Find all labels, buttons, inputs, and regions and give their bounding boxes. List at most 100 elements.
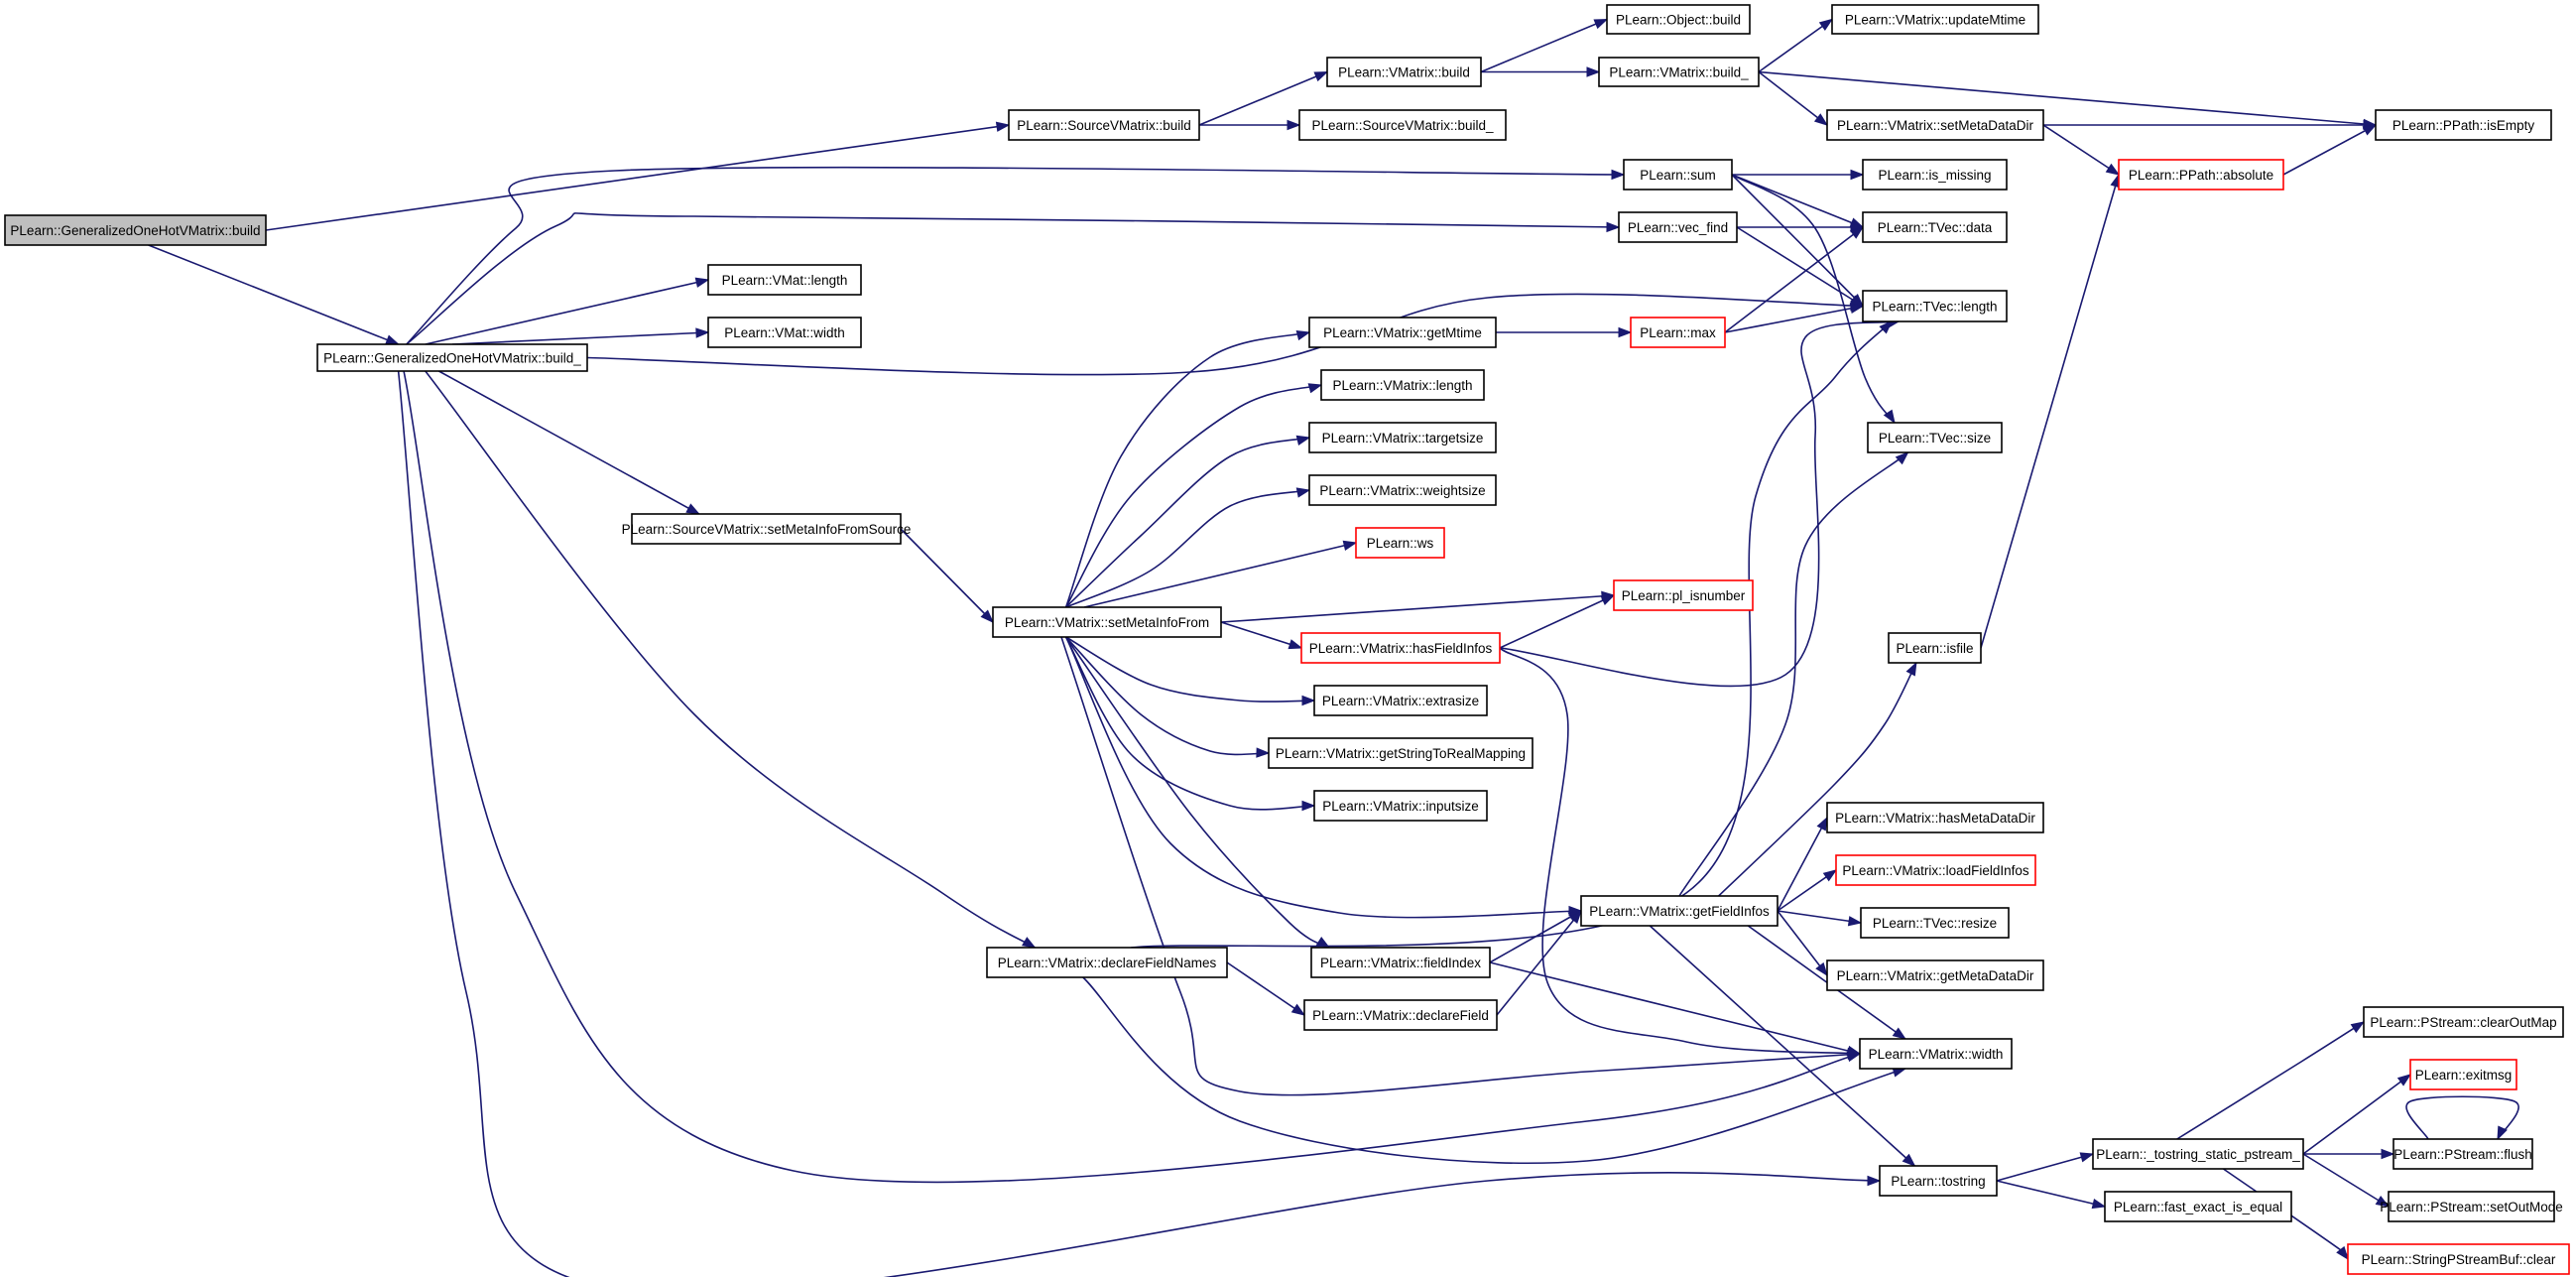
node-vm-hasMetaDataDir[interactable]: PLearn::VMatrix::hasMetaDataDir [1826, 802, 2044, 833]
node-tvec-length[interactable]: PLearn::TVec::length [1862, 290, 2008, 322]
node-gen-build[interactable]: PLearn::GeneralizedOneHotVMatrix::build [4, 214, 267, 246]
node-vm-width[interactable]: PLearn::VMatrix::width [1859, 1038, 2013, 1070]
edge-gen_build-to-gen_build_ [148, 244, 400, 345]
node-box [2363, 1006, 2564, 1038]
node-isfile[interactable]: PLearn::isfile [1888, 632, 1982, 664]
node-box [1862, 211, 2008, 243]
node-vm-loadFieldInfos[interactable]: PLearn::VMatrix::loadFieldInfos [1835, 854, 2036, 886]
node-vmat-length[interactable]: PLearn::VMat::length [707, 264, 862, 296]
node-max[interactable]: PLearn::max [1630, 317, 1726, 348]
node-ppath-isEmpty[interactable]: PLearn::PPath::isEmpty [2375, 109, 2552, 141]
arrowhead [1313, 70, 1329, 82]
node-ps-setOutMode[interactable]: PLearn::PStream::setOutMode [2380, 1191, 2563, 1222]
node-box [1300, 632, 1501, 664]
node-label: PLearn::exitmsg [2415, 1068, 2513, 1083]
edge-vm_declareFieldNames-to-tvec_length [1131, 320, 1894, 949]
edge-line [1718, 662, 1917, 897]
arrowhead [1606, 221, 1621, 233]
node-svm-build-[interactable]: PLearn::SourceVMatrix::build_ [1298, 109, 1507, 141]
arrowhead [1288, 639, 1303, 650]
edge-gen_build_-to-tostring [397, 370, 1882, 1277]
node-exitmsg[interactable]: PLearn::exitmsg [2409, 1059, 2517, 1090]
edge-gen_build_-to-vmat_width [451, 327, 710, 345]
node-obj-build[interactable]: PLearn::Object::build [1606, 4, 1751, 35]
node-sum[interactable]: PLearn::sum [1623, 159, 1733, 191]
arrowhead [1307, 383, 1323, 394]
node-vm-getFieldInfos[interactable]: PLearn::VMatrix::getFieldInfos [1580, 895, 1779, 927]
arrowhead [1593, 18, 1609, 30]
node-vm-setMetaInfoFrom[interactable]: PLearn::VMatrix::setMetaInfoFrom [992, 606, 1222, 638]
edge-line [1064, 636, 1582, 919]
node-spsb-clear[interactable]: PLearn::StringPStreamBuf::clear [2347, 1243, 2570, 1275]
edge-line [1064, 331, 1310, 608]
arrowhead [1846, 1045, 1862, 1057]
edge-line [451, 331, 709, 345]
edge-line [265, 124, 1010, 231]
node-vec-find[interactable]: PLearn::vec_find [1618, 211, 1738, 243]
edge-line [425, 279, 709, 345]
node-tvec-size[interactable]: PLearn::TVec::size [1867, 422, 2003, 453]
arrowhead [2105, 163, 2121, 176]
edge-line [1489, 910, 1582, 963]
edge-line [1083, 542, 1357, 608]
node-label: PLearn::PPath::absolute [2129, 168, 2273, 183]
arrowhead [2336, 1245, 2349, 1261]
edge-line [1758, 70, 1828, 126]
arrowhead [1822, 869, 1838, 882]
arrowhead [1295, 329, 1311, 341]
arrowhead [1021, 937, 1037, 949]
node-vm-build-[interactable]: PLearn::VMatrix::build_ [1598, 57, 1760, 87]
node-ps-clearOutMap[interactable]: PLearn::PStream::clearOutMap [2363, 1006, 2564, 1038]
node-label: PLearn::VMat::length [722, 273, 848, 288]
arrowhead [1301, 800, 1316, 812]
node-vm-length[interactable]: PLearn::VMatrix::length [1320, 369, 1485, 401]
node-vm-targetsize[interactable]: PLearn::VMatrix::targetsize [1308, 422, 1497, 453]
node-vm-declareFieldNames[interactable]: PLearn::VMatrix::declareFieldNames [986, 947, 1228, 978]
edge-vec_find-to-tvec_data [1737, 221, 1865, 233]
node-vm-inputsize[interactable]: PLearn::VMatrix::inputsize [1313, 790, 1488, 822]
node-vm-getMetaDataDir[interactable]: PLearn::VMatrix::getMetaDataDir [1826, 959, 2044, 991]
node-vm-extrasize[interactable]: PLearn::VMatrix::extrasize [1313, 685, 1488, 716]
edge-gen_build_-to-svm_setMetaInfoFromSource [438, 370, 700, 515]
node-tvec-data[interactable]: PLearn::TVec::data [1862, 211, 2008, 243]
node-label: PLearn::VMatrix::weightsize [1319, 483, 1485, 498]
node-ppath-absolute[interactable]: PLearn::PPath::absolute [2118, 159, 2284, 191]
edge-vm_setMetaDataDir-to-ppath_isEmpty [2043, 119, 2378, 131]
node-label: PLearn::TVec::data [1878, 220, 1993, 235]
node-ws[interactable]: PLearn::ws [1355, 527, 1445, 559]
edge-vm_fieldIndex-to-vm_width [1489, 961, 1862, 1057]
node-label: PLearn::TVec::resize [1873, 916, 1997, 931]
node-gen-build-[interactable]: PLearn::GeneralizedOneHotVMatrix::build_ [316, 343, 588, 372]
node-vm-weightsize[interactable]: PLearn::VMatrix::weightsize [1308, 474, 1497, 506]
node-is-missing[interactable]: PLearn::is_missing [1862, 159, 2008, 191]
node-pl-isnumber[interactable]: PLearn::pl_isnumber [1613, 579, 1754, 611]
node-box [1298, 109, 1507, 141]
node-vm-getStringToRealMapping[interactable]: PLearn::VMatrix::getStringToRealMapping [1268, 737, 1533, 769]
edge-line [1226, 961, 1305, 1016]
node-box [986, 947, 1228, 978]
edge-max-to-tvec_data [1724, 226, 1865, 333]
edge-line [1064, 384, 1322, 608]
node-vm-hasFieldInfos[interactable]: PLearn::VMatrix::hasFieldInfos [1300, 632, 1501, 664]
node-tvec-resize[interactable]: PLearn::TVec::resize [1860, 907, 2010, 939]
arrowhead [1816, 816, 1828, 831]
edge-vm_setMetaInfoFrom-to-vm_hasFieldInfos [1220, 621, 1303, 650]
node-box [707, 317, 862, 348]
node-vm-declareField[interactable]: PLearn::VMatrix::declareField [1303, 999, 1498, 1031]
node-vm-updateMtime[interactable]: PLearn::VMatrix::updateMtime [1831, 4, 2039, 35]
node-vm-setMetaDataDir[interactable]: PLearn::VMatrix::setMetaDataDir [1826, 109, 2044, 141]
node-svm-build[interactable]: PLearn::SourceVMatrix::build [1008, 109, 1200, 141]
edge-line [1499, 320, 1900, 688]
node-tostring[interactable]: PLearn::tostring [1879, 1165, 1998, 1197]
node-ps-flush[interactable]: PLearn::PStream::flush [2392, 1138, 2533, 1170]
edge-line [406, 212, 1620, 345]
edge-tostring_static-to-ps_flush [2303, 1148, 2395, 1160]
node-vm-build[interactable]: PLearn::VMatrix::build [1326, 57, 1482, 87]
node-svm-setMetaInfoFromSource[interactable]: PLearn::SourceVMatrix::setMetaInfoFromSo… [622, 513, 912, 545]
node-fast-exact-is-equal[interactable]: PLearn::fast_exact_is_equal [2104, 1191, 2292, 1222]
node-vm-fieldIndex[interactable]: PLearn::VMatrix::fieldIndex [1310, 947, 1491, 978]
node-vmat-width[interactable]: PLearn::VMat::width [707, 317, 862, 348]
node-label: PLearn::VMatrix::targetsize [1322, 431, 1484, 446]
node-tostring-static[interactable]: PLearn::_tostring_static_pstream_ [2092, 1138, 2304, 1170]
node-vm-getMtime[interactable]: PLearn::VMatrix::getMtime [1308, 317, 1497, 348]
